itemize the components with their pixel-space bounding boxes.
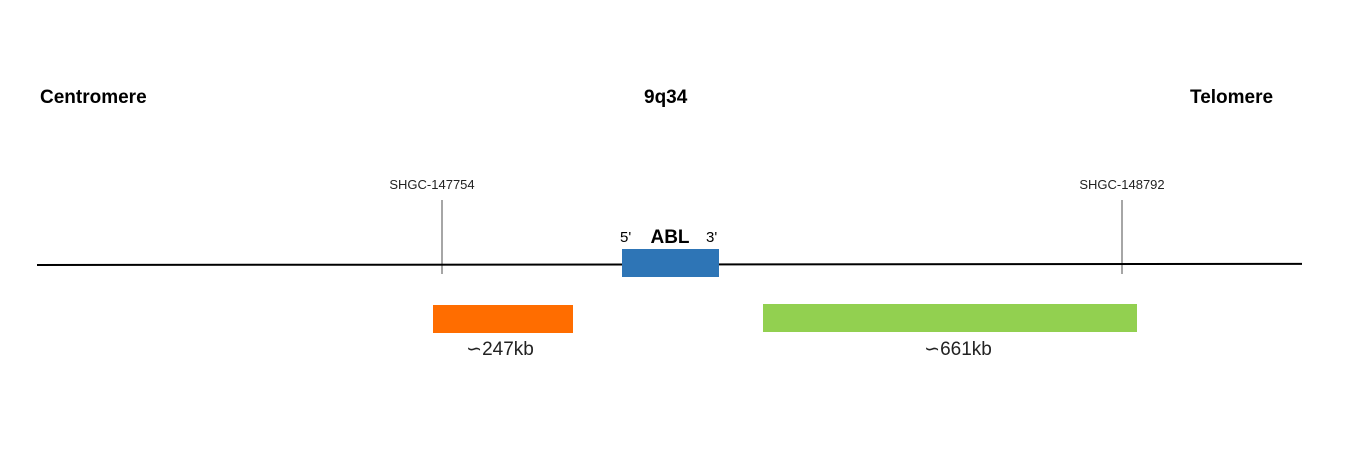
probe-bar-orange bbox=[433, 305, 573, 333]
marker-label-right: SHGC-148792 bbox=[1079, 177, 1165, 192]
probe-size-label-right: ∽661kb bbox=[924, 339, 992, 360]
marker-tick-left bbox=[441, 200, 443, 274]
probe-bar-green bbox=[763, 304, 1137, 332]
marker-label-left: SHGC-147754 bbox=[389, 177, 475, 192]
marker-tick-right bbox=[1121, 200, 1123, 274]
five-prime-label: 5' bbox=[620, 229, 632, 246]
region-label: 9q34 bbox=[644, 87, 688, 108]
three-prime-label: 3' bbox=[706, 229, 718, 246]
gene-name-label: ABL bbox=[650, 227, 690, 248]
abl-gene-box bbox=[622, 249, 719, 277]
probe-size-label-left: ∽247kb bbox=[466, 339, 534, 360]
telomere-label: Telomere bbox=[1190, 87, 1274, 108]
centromere-label: Centromere bbox=[40, 87, 147, 108]
